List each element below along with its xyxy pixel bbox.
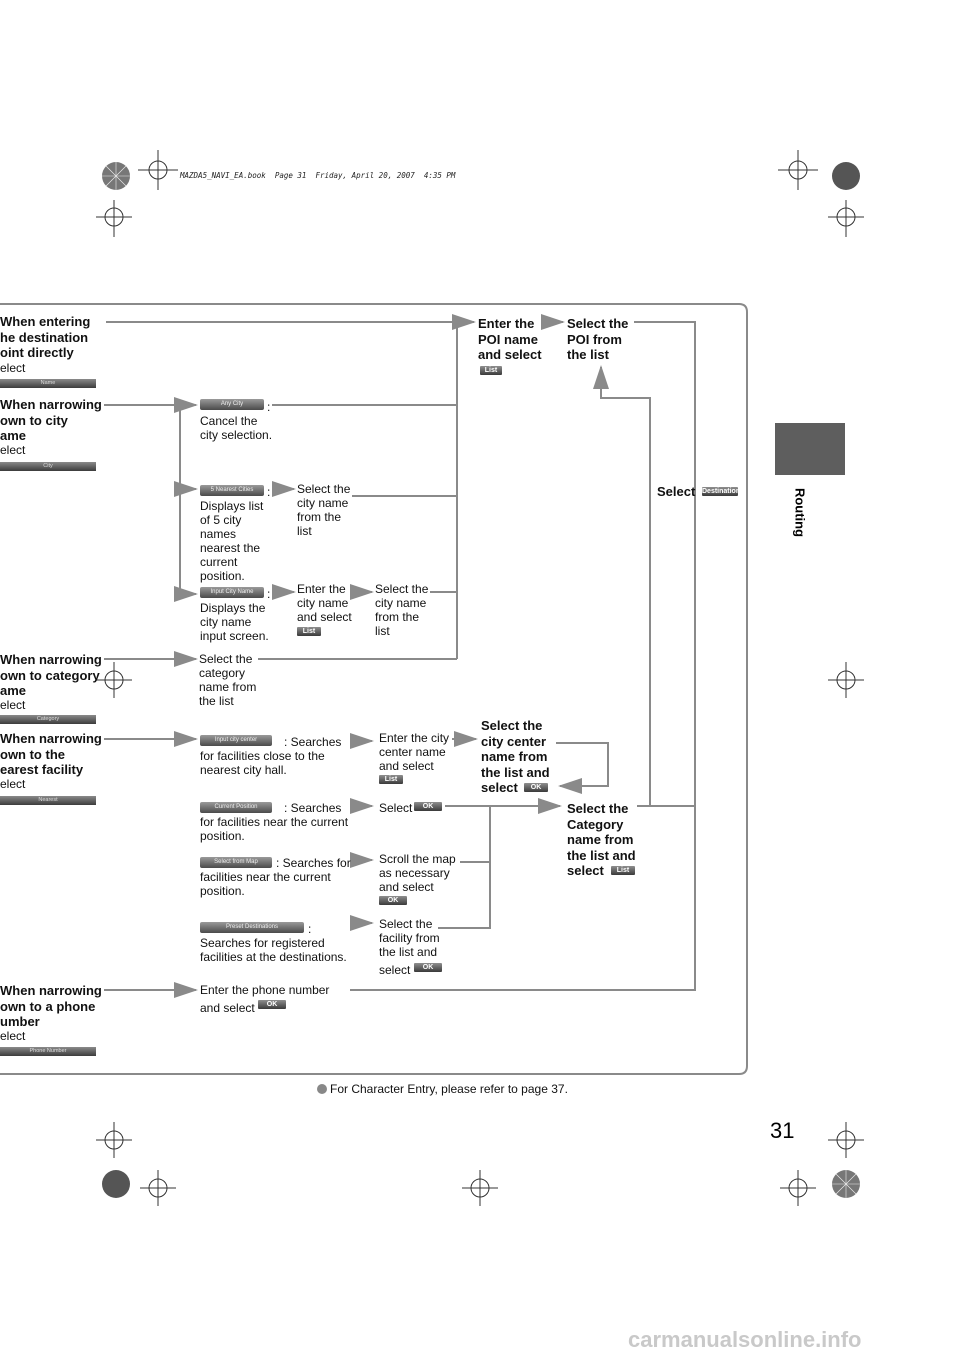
crosshair-mark-icon bbox=[96, 662, 132, 698]
nearest-cities-button[interactable]: 5 Nearest Cities bbox=[200, 485, 264, 496]
select-label: elect bbox=[0, 443, 26, 457]
any-city-button[interactable]: Any City bbox=[200, 399, 264, 410]
solid-registration-mark-icon bbox=[102, 1170, 130, 1198]
phone-number-menu-button[interactable]: Phone Number bbox=[0, 1047, 96, 1056]
list-button[interactable]: List bbox=[297, 627, 321, 636]
list-button[interactable]: List bbox=[611, 866, 635, 875]
select-label: elect bbox=[0, 361, 26, 375]
crosshair-mark-icon bbox=[140, 1170, 176, 1206]
category-menu-button[interactable]: Category bbox=[0, 715, 96, 724]
ok-button[interactable]: OK bbox=[379, 896, 407, 905]
book-file-info: MAZDA5_NAVI_EA.book Page 31 Friday, Apri… bbox=[180, 171, 456, 180]
city-menu-button[interactable]: City bbox=[0, 462, 96, 471]
select-label: elect bbox=[0, 1029, 26, 1043]
list-button[interactable]: List bbox=[480, 366, 502, 375]
ok-button[interactable]: OK bbox=[414, 963, 442, 972]
preset-destinations-button[interactable]: Preset Destinations bbox=[200, 922, 304, 933]
nearest-menu-button[interactable]: Nearest bbox=[0, 796, 96, 805]
select-ok-step: Select bbox=[379, 801, 413, 815]
crosshair-mark-icon bbox=[138, 150, 178, 190]
select-from-map-description: : Searches for facilities near the curre… bbox=[200, 856, 351, 898]
grey-circle-bullet-icon bbox=[317, 1084, 327, 1094]
ok-button[interactable]: OK bbox=[524, 783, 548, 792]
name-menu-button[interactable]: Name bbox=[0, 379, 96, 388]
current-position-description: : Searches for facilities near the curre… bbox=[200, 801, 349, 843]
select-label: elect bbox=[0, 698, 26, 712]
input-city-name-button[interactable]: Input City Name bbox=[200, 587, 264, 598]
current-position-button[interactable]: Current Position bbox=[200, 802, 272, 813]
crosshair-mark-icon bbox=[462, 1170, 498, 1206]
crosshair-mark-icon bbox=[828, 662, 864, 698]
crosshair-mark-icon bbox=[828, 1122, 864, 1158]
crosshair-mark-icon bbox=[96, 1122, 132, 1158]
footnote-text: For Character Entry, please refer to pag… bbox=[330, 1082, 568, 1096]
crosshair-mark-icon bbox=[828, 200, 864, 237]
watermark: carmanualsonline.info bbox=[628, 1327, 862, 1352]
input-city-center-button[interactable]: Input city center bbox=[200, 735, 272, 746]
sunburst-registration-mark-icon bbox=[102, 162, 130, 190]
page-number: 31 bbox=[770, 1118, 795, 1143]
ok-button[interactable]: OK bbox=[258, 1000, 286, 1009]
select-from-map-button[interactable]: Select from Map bbox=[200, 857, 272, 868]
sunburst-registration-mark-icon bbox=[832, 1170, 860, 1198]
solid-registration-mark-icon bbox=[832, 162, 860, 190]
section-tab-block bbox=[775, 423, 845, 475]
crosshair-mark-icon bbox=[96, 200, 132, 237]
crosshair-mark-icon bbox=[778, 150, 818, 190]
final-select-label: Select bbox=[657, 484, 696, 499]
crosshair-mark-icon bbox=[780, 1170, 816, 1206]
list-button[interactable]: List bbox=[379, 775, 403, 784]
section-tab-label: Routing bbox=[792, 487, 808, 538]
select-label: elect bbox=[0, 777, 26, 791]
ok-button[interactable]: OK bbox=[414, 802, 442, 811]
destination-button[interactable]: Destination bbox=[702, 487, 741, 496]
